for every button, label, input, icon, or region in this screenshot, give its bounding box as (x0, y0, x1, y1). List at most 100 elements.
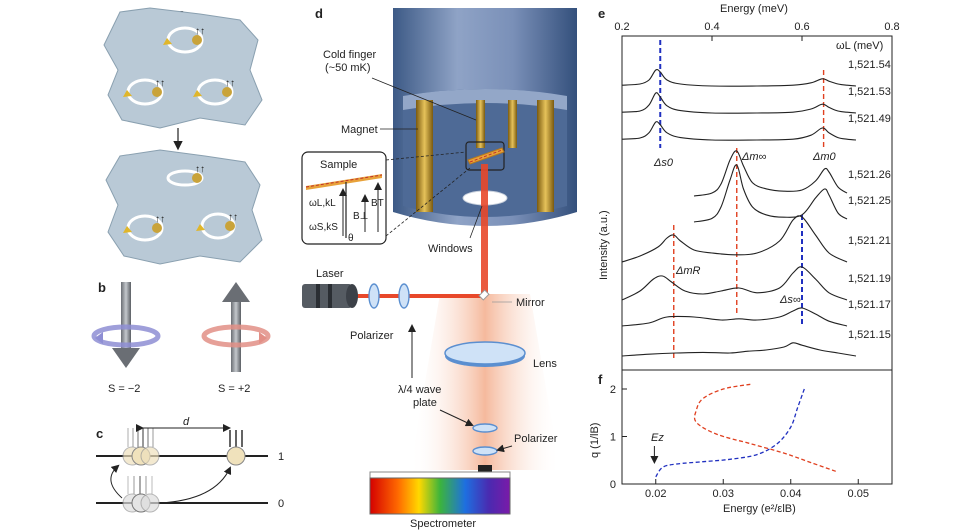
e-omega-title: ωL (meV) (836, 40, 883, 52)
polarizer-right-label: Polarizer (514, 433, 558, 445)
panel-c-label: c (96, 426, 103, 441)
f-plot-frame (621, 369, 893, 485)
f-x-tick-label: 0.02 (645, 488, 666, 500)
e-series-labels: 1,521.54 1,521.53 1,521.49 1,521.26 1,521.25… (848, 59, 891, 341)
transition-arrow-left (110, 464, 123, 499)
spectrometer-slit (478, 465, 492, 472)
quantum-hall-blob-bottom (105, 149, 263, 265)
e-spectrum-line (693, 164, 848, 223)
cold-finger-label: Cold finger (323, 49, 377, 61)
f-y-axis-title: q (1/lB) (589, 423, 601, 458)
e-spectra (621, 68, 857, 357)
e-series-label: 1,521.25 (848, 195, 891, 207)
svg-text:↑↑: ↑↑ (228, 212, 238, 223)
orbit-bottom-1: ↑↑ (166, 164, 205, 187)
orbit-top-1: ↑↑ (163, 26, 205, 54)
orbit-top-3: ↑↑ (193, 78, 235, 106)
svg-text:θ: θ (348, 233, 354, 244)
e-annot-s0: Δs0 (653, 157, 674, 169)
f-dispersion-curves (655, 383, 839, 478)
e-spectrum-line (621, 215, 848, 263)
f-x-tick-label: 0.05 (848, 488, 869, 500)
spectrometer-spectrum (369, 477, 511, 515)
magnet-rods (416, 100, 554, 212)
spin-left-label: S = −2 (108, 383, 140, 395)
polarizer-left-2 (398, 283, 410, 309)
f-dispersion-line (655, 388, 805, 478)
f-ez-label: Ez (651, 432, 664, 444)
panel-f-label: f (598, 372, 603, 387)
e-guide-lines (659, 40, 825, 360)
spin-up-arrow (201, 282, 271, 372)
svg-text:BT: BT (371, 198, 384, 209)
e-spectrum-line (621, 68, 857, 87)
e-series-label: 1,521.21 (848, 235, 891, 247)
laser-beam-horizontal (356, 294, 486, 298)
orbit-bottom-3: ↑↑ (196, 212, 238, 240)
e-y-axis-title: Intensity (a.u.) (598, 210, 610, 280)
waveplate-label-line2: plate (413, 397, 437, 409)
e-spectrum-line (621, 266, 848, 301)
lens-label: Lens (533, 358, 557, 370)
level-1-label: 1 (278, 451, 284, 463)
electron-far (226, 446, 246, 466)
distance-label: d (183, 416, 190, 428)
polarizer-left-label: Polarizer (350, 330, 394, 342)
panel-a: a ↑↑ ↑↑ ↑↑ ↑↑ (103, 6, 263, 265)
laser-label: Laser (316, 268, 344, 280)
e-series-label: 1,521.19 (848, 273, 891, 285)
f-y-ticks: 012 (610, 384, 627, 491)
waveplate-label-line1: λ/4 wave (398, 384, 441, 396)
svg-text:ωS,kS: ωS,kS (309, 222, 338, 233)
svg-text:B⊥: B⊥ (353, 211, 368, 222)
quarter-wave-plate (472, 423, 498, 433)
panel-e-label: e (598, 6, 605, 21)
lens (444, 341, 526, 367)
panel-d: d Laser Polarizer (301, 6, 577, 530)
svg-text:↑↑: ↑↑ (155, 78, 165, 89)
spin-arrows-far (229, 430, 243, 447)
windows-label: Windows (428, 243, 473, 255)
magnet-label: Magnet (341, 124, 378, 136)
transition-arrow-right (159, 466, 232, 504)
e-annot-sinf: Δs∞ (779, 294, 801, 306)
e-series-label: 1,521.49 (848, 113, 891, 125)
e-spectrum-line (621, 342, 857, 357)
spin-arrows-cluster-upper (127, 428, 154, 447)
svg-text:↑↑: ↑↑ (155, 214, 165, 225)
laser-beam-vertical (481, 164, 488, 294)
e-tick-label: 0.4 (704, 21, 719, 33)
hole-ghost-2 (140, 493, 160, 513)
f-x-axis-title: Energy (e²/εlB) (723, 503, 796, 515)
e-annot-mR: ΔmR (675, 265, 701, 277)
panel-b: b S = −2 S = +2 (91, 280, 271, 395)
e-series-label: 1,521.17 (848, 299, 891, 311)
e-tick-label: 0.8 (884, 21, 899, 33)
quantum-hall-blob-top (103, 7, 263, 129)
e-annot-minf: Δm∞ (741, 151, 767, 163)
laser-source (302, 284, 358, 308)
panel-b-label: b (98, 280, 106, 295)
f-y-tick-label: 2 (610, 384, 616, 396)
e-series-label: 1,521.26 (848, 169, 891, 181)
spin-arrows-cluster-lower (127, 476, 153, 494)
mirror (478, 289, 490, 301)
f-dispersion-line (693, 383, 839, 473)
orbit-top-2: ↑↑ (123, 78, 165, 106)
svg-text:↑↑: ↑↑ (225, 78, 235, 89)
polarizer-left-1 (368, 283, 380, 309)
e-spectrum-line (621, 92, 857, 114)
e-series-label: 1,521.53 (848, 86, 891, 98)
e-spectrum-line (693, 150, 848, 197)
level-0-label: 0 (278, 498, 284, 510)
e-tick-label: 0.6 (794, 21, 809, 33)
e-series-label: 1,521.54 (848, 59, 891, 71)
svg-text:↑↑: ↑↑ (195, 164, 205, 175)
panel-c: c 1 0 d (96, 416, 284, 513)
f-y-tick-label: 0 (610, 479, 616, 491)
